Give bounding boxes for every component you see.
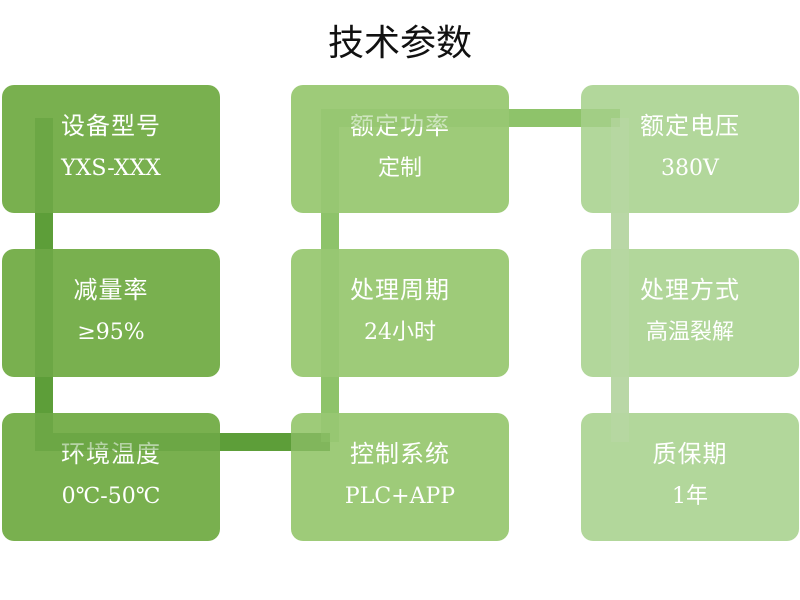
param-card-rated-voltage: 额定电压 380V: [581, 85, 799, 213]
param-value: PLC+APP: [344, 484, 456, 509]
page-title: 技术参数: [327, 23, 472, 64]
param-label: 控制系统: [350, 440, 450, 468]
param-label: 设备型号: [61, 112, 161, 140]
param-card-control-system: 控制系统 PLC+APP: [291, 413, 509, 541]
param-label: 处理周期: [350, 276, 450, 304]
param-value: 380V: [661, 156, 719, 181]
param-value: 0℃-50℃: [61, 484, 161, 509]
param-value: 定制: [377, 156, 422, 181]
param-card-reduction-rate: 减量率 ≥95%: [2, 249, 220, 377]
param-card-rated-power: 额定功率 定制: [291, 85, 509, 213]
param-value: 24小时: [364, 320, 436, 345]
param-label: 处理方式: [640, 276, 740, 304]
param-label: 额定功率: [350, 112, 450, 140]
param-card-device-model: 设备型号 YXS-XXX: [2, 85, 220, 213]
param-card-warranty: 质保期 1年: [581, 413, 799, 541]
param-label: 环境温度: [61, 440, 161, 468]
param-label: 额定电压: [640, 112, 740, 140]
param-value: 高温裂解: [645, 320, 734, 345]
param-label: 质保期: [652, 440, 728, 468]
param-card-processing-cycle: 处理周期 24小时: [291, 249, 509, 377]
param-value: 1年: [672, 484, 708, 509]
param-value: ≥95%: [77, 320, 145, 345]
param-card-ambient-temperature: 环境温度 0℃-50℃: [2, 413, 220, 541]
param-value: YXS-XXX: [61, 156, 161, 181]
param-card-processing-method: 处理方式 高温裂解: [581, 249, 799, 377]
param-label: 减量率: [73, 276, 149, 304]
